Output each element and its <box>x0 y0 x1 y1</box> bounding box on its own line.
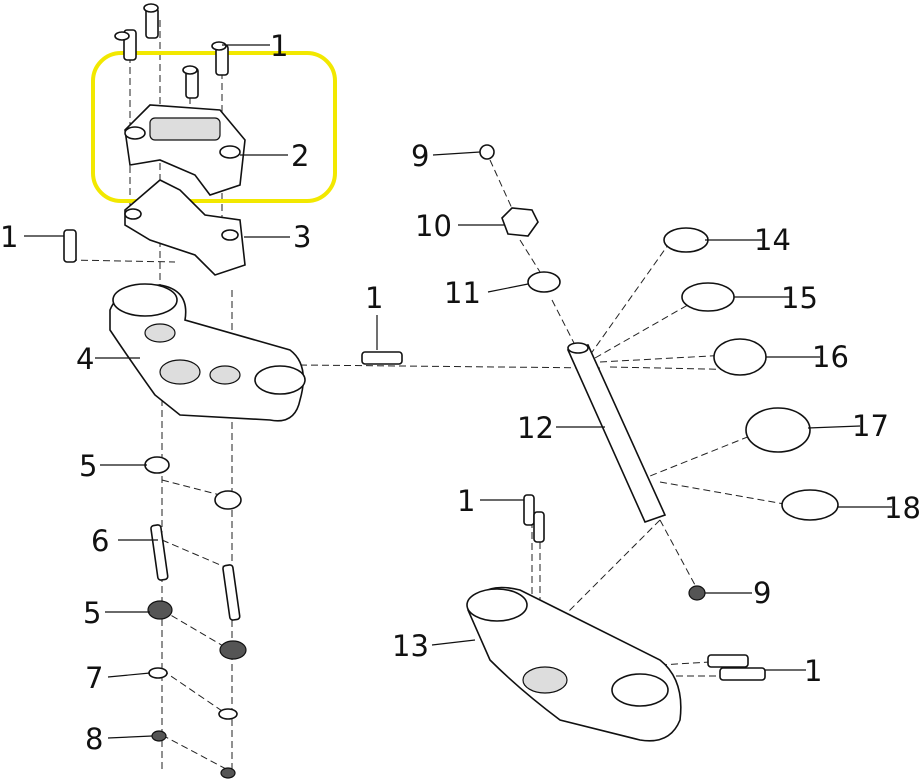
callout-2: 2 <box>291 139 309 173</box>
callout-16: 16 <box>812 340 849 374</box>
callout-5: 5 <box>83 596 101 630</box>
callout-9: 9 <box>411 139 429 173</box>
highlight-box <box>91 51 337 203</box>
callout-12: 12 <box>517 411 554 445</box>
callout-5: 5 <box>79 449 97 483</box>
callout-14: 14 <box>754 223 791 257</box>
bushings-and-bolts <box>144 456 247 779</box>
handlebar-clamp-upper <box>124 104 246 196</box>
handlebar-clamp-lower <box>124 179 246 276</box>
callout-9: 9 <box>753 576 771 610</box>
callout-labels: 1 2 3 1 4 1 5 6 5 7 8 9 10 11 12 13 14 1… <box>0 29 921 756</box>
callout-10: 10 <box>415 209 452 243</box>
bolt-pinch <box>361 351 403 365</box>
lower-triple-clamp <box>466 586 766 742</box>
callout-7: 7 <box>85 661 103 695</box>
callout-13: 13 <box>392 629 429 663</box>
callout-11: 11 <box>444 276 481 310</box>
callout-3: 3 <box>293 220 311 254</box>
bolt-group-top <box>114 3 229 99</box>
callout-1: 1 <box>804 654 822 688</box>
callout-6: 6 <box>91 524 109 558</box>
bolt-left <box>63 229 77 263</box>
leader-lines <box>24 44 892 739</box>
callout-4: 4 <box>76 342 94 376</box>
callout-8: 8 <box>85 722 103 756</box>
steering-stem-parts <box>479 144 839 601</box>
callout-1: 1 <box>0 220 18 254</box>
callout-1: 1 <box>365 281 383 315</box>
callout-18: 18 <box>884 491 921 525</box>
callout-17: 17 <box>852 409 889 443</box>
callout-1: 1 <box>457 484 475 518</box>
callout-1: 1 <box>270 29 288 63</box>
upper-triple-clamp <box>109 283 306 422</box>
callout-15: 15 <box>781 281 818 315</box>
